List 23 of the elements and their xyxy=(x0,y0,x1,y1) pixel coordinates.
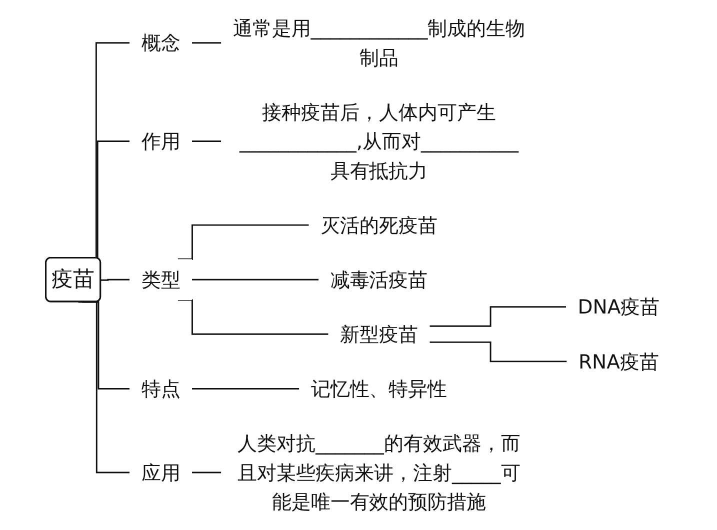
node-text: 通常是用____________制成的生物制品 xyxy=(232,16,526,70)
node-text: 减毒活疫苗 xyxy=(330,268,428,292)
node-text: 灭活的死疫苗 xyxy=(320,213,438,237)
node-text: 特点 xyxy=(141,377,180,400)
connector xyxy=(192,472,222,474)
connector xyxy=(192,42,222,44)
node-text: 记忆性、特异性 xyxy=(310,377,448,400)
node-text: 人类对抗_______的有效武器，而且对某些疾病来讲，注射_____可能是唯一有效的预防措施 xyxy=(238,432,520,514)
node-text: 作用 xyxy=(141,130,180,153)
connector xyxy=(178,224,309,260)
connector xyxy=(178,299,328,335)
node-text: DNA疫苗 xyxy=(578,295,660,319)
connector xyxy=(192,388,300,390)
node-text: 接种疫苗后，人体内可产生____________,从而对__________具有抵抗力 xyxy=(239,100,518,182)
connector xyxy=(192,278,319,280)
connector xyxy=(430,341,567,362)
node-text: 新型疫苗 xyxy=(340,322,418,346)
connector xyxy=(192,140,222,142)
connector xyxy=(430,306,566,327)
connector xyxy=(100,278,130,281)
node-text: 概念 xyxy=(141,31,180,55)
node-text: 应用 xyxy=(141,460,180,484)
node-text: RNA疫苗 xyxy=(578,350,659,374)
